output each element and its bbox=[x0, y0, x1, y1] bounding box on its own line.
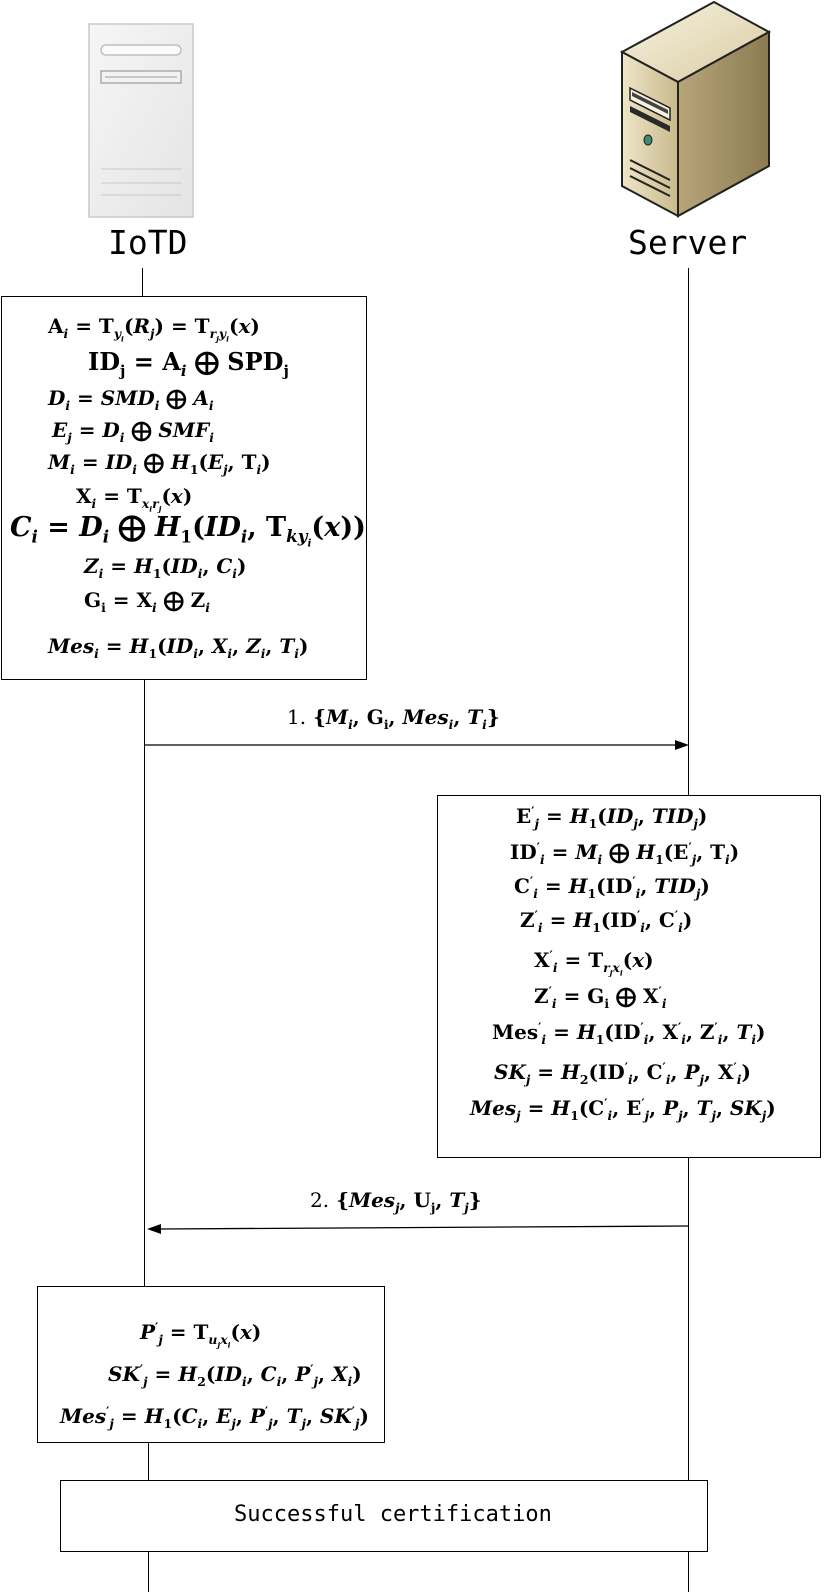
message-1-content: {Mi, Gi, Mesi, Ti} bbox=[313, 705, 500, 729]
result-label: Successful certification bbox=[234, 1504, 552, 1526]
message-2-arrow bbox=[160, 1226, 688, 1229]
eq-m-i: Mi = IDi ⨁ H1(Ej, Ti) bbox=[48, 452, 271, 472]
eq-e-j: Ej = Di ⨁ SMFi bbox=[52, 420, 214, 440]
eq-p-prime-j: P′j = Tujxi(x) bbox=[140, 1322, 261, 1345]
message-1-label: 1. {Mi, Gi, Mesi, Ti} bbox=[287, 707, 500, 727]
eq-z-prime-i-2: Z′i = Gi ⨁ X′i bbox=[534, 986, 667, 1006]
eq-mes-prime-i: Mes′i = H1(ID′i, X′i, Z′i, Ti) bbox=[492, 1022, 766, 1042]
eq-mes-prime-j: Mes′j = H1(Ci, Ej, P′j, Tj, SK′j) bbox=[60, 1406, 369, 1426]
eq-x-i: Xi = Txirj(x) bbox=[76, 486, 192, 509]
message-2-arrowhead bbox=[147, 1224, 161, 1234]
message-2-content: {Mesj, Uj, Tj} bbox=[336, 1188, 482, 1212]
message-1-arrowhead bbox=[675, 740, 689, 750]
message-2-label: 2. {Mesj, Uj, Tj} bbox=[310, 1190, 482, 1210]
eq-g-i: Gi = Xi ⨁ Zi bbox=[84, 590, 210, 610]
eq-d-i: Di = SMDi ⨁ Ai bbox=[48, 388, 214, 408]
eq-mes-i: Mesi = H1(IDi, Xi, Zi, Ti) bbox=[48, 636, 308, 656]
eq-id-j: IDj = Ai ⨁ SPDj bbox=[88, 350, 289, 374]
eq-z-prime-i: Z′i = H1(ID′i, C′i) bbox=[520, 910, 692, 930]
eq-sk-j: SKj = H2(ID′i, C′i, Pj, X′i) bbox=[494, 1062, 751, 1082]
eq-a-i: Ai = Tyi(Rj) = Trjyi(x) bbox=[48, 316, 260, 339]
eq-x-prime-i: X′i = Trjxi(x) bbox=[534, 950, 654, 973]
message-1-number: 1. bbox=[287, 705, 306, 729]
eq-mes-j: Mesj = H1(C′i, E′j, Pj, Tj, SKj) bbox=[470, 1098, 776, 1118]
eq-sk-prime-j: SK′j = H2(IDi, Ci, P′j, Xi) bbox=[108, 1364, 362, 1384]
eq-id-prime-i: ID′i = Mi ⨁ H1(E′j, Ti) bbox=[510, 842, 739, 862]
message-2-number: 2. bbox=[310, 1188, 329, 1212]
eq-c-prime-i: C′i = H1(ID′i, TIDj) bbox=[514, 876, 710, 896]
eq-z-i: Zi = H1(IDi, Ci) bbox=[84, 556, 246, 576]
eq-c-i: Ci = Di ⨁ H1(IDi, Tkyi(x)) bbox=[10, 514, 366, 544]
eq-e-prime-j: E′j = H1(IDj, TIDj) bbox=[516, 806, 707, 826]
